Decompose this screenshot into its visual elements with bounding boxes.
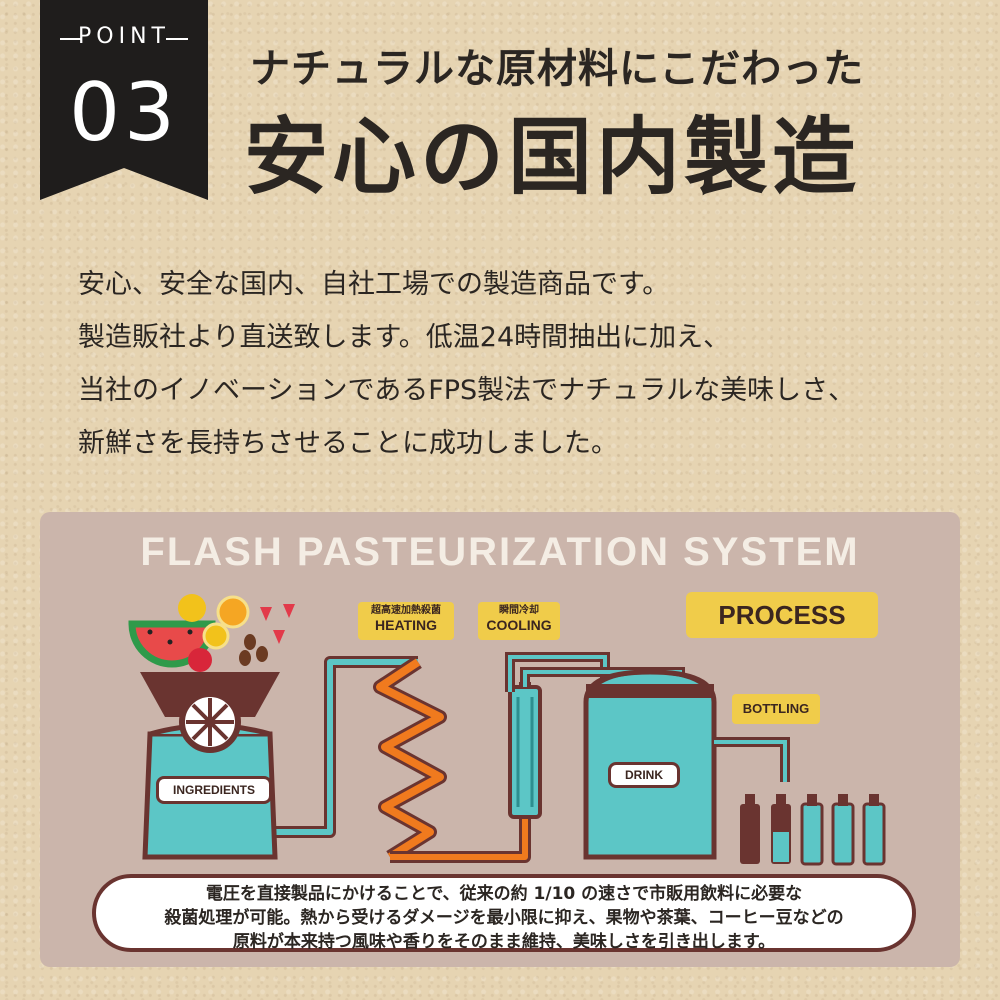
heating-coil xyxy=(373,656,447,863)
page-title: 安心の国内製造 xyxy=(244,108,861,206)
cooling-column xyxy=(508,685,542,819)
description-line: 当社のイノベーションであるFPS製法でナチュラルな美味しさ、 xyxy=(78,375,856,406)
ingredients-tank xyxy=(140,672,280,860)
process-note: 電圧を直接製品にかけることで、従来の約 1/10 の速さで市販用飲料に必要な 殺… xyxy=(92,874,916,952)
heating-label-en: HEATING xyxy=(375,617,437,633)
heating-label-jp: 超高速加熱殺菌 xyxy=(371,605,441,616)
heating-label: 超高速加熱殺菌 HEATING xyxy=(358,602,454,640)
description-line: 新鮮さを長持ちさせることに成功しました。 xyxy=(78,428,618,459)
outlet-pipe xyxy=(714,737,790,782)
cooling-label-en: COOLING xyxy=(486,617,552,633)
bottling-label: BOTTLING xyxy=(732,694,820,724)
cooling-label: 瞬間冷却 COOLING xyxy=(478,602,560,640)
diagram-title: FLASH PASTEURIZATION SYSTEM xyxy=(140,530,860,574)
fps-diagram-panel: FLASH PASTEURIZATION SYSTEM xyxy=(40,512,960,967)
page-subtitle: ナチュラルな原材料にこだわった xyxy=(250,46,865,92)
badge-rule-right xyxy=(166,38,188,40)
drink-tag: DRINK xyxy=(608,762,680,788)
ingredients-tag: INGREDIENTS xyxy=(156,776,272,804)
process-label: PROCESS xyxy=(686,592,878,638)
badge-number: 03 xyxy=(69,66,179,159)
bottle xyxy=(800,794,824,866)
bottle xyxy=(771,794,791,864)
description: 安心、安全な国内、自社工場での製造商品です。 製造販社より直送致します。低温24… xyxy=(78,258,978,470)
bottle xyxy=(862,794,886,866)
note-line: 殺菌処理が可能。熱から受けるダメージを最小限に抑え、果物や茶葉、コーヒー豆などの xyxy=(164,908,844,928)
cooling-label-jp: 瞬間冷却 xyxy=(499,605,539,616)
bottle-row xyxy=(740,794,886,866)
badge-rule-left xyxy=(60,38,82,40)
description-line: 安心、安全な国内、自社工場での製造商品です。 xyxy=(78,269,670,300)
note-line: 電圧を直接製品にかけることで、従来の約 1/10 の速さで市販用飲料に必要な xyxy=(205,884,803,904)
fruits-illustration xyxy=(128,594,295,672)
bottle xyxy=(740,794,760,864)
note-line: 原料が本来持つ風味や香りをそのまま維持、美味しさを引き出します。 xyxy=(232,932,776,952)
description-line: 製造販社より直送致します。低温24時間抽出に加え、 xyxy=(78,322,731,353)
point-badge: POINT 03 xyxy=(40,0,208,200)
badge-label: POINT xyxy=(78,24,170,49)
bottle xyxy=(831,794,855,866)
